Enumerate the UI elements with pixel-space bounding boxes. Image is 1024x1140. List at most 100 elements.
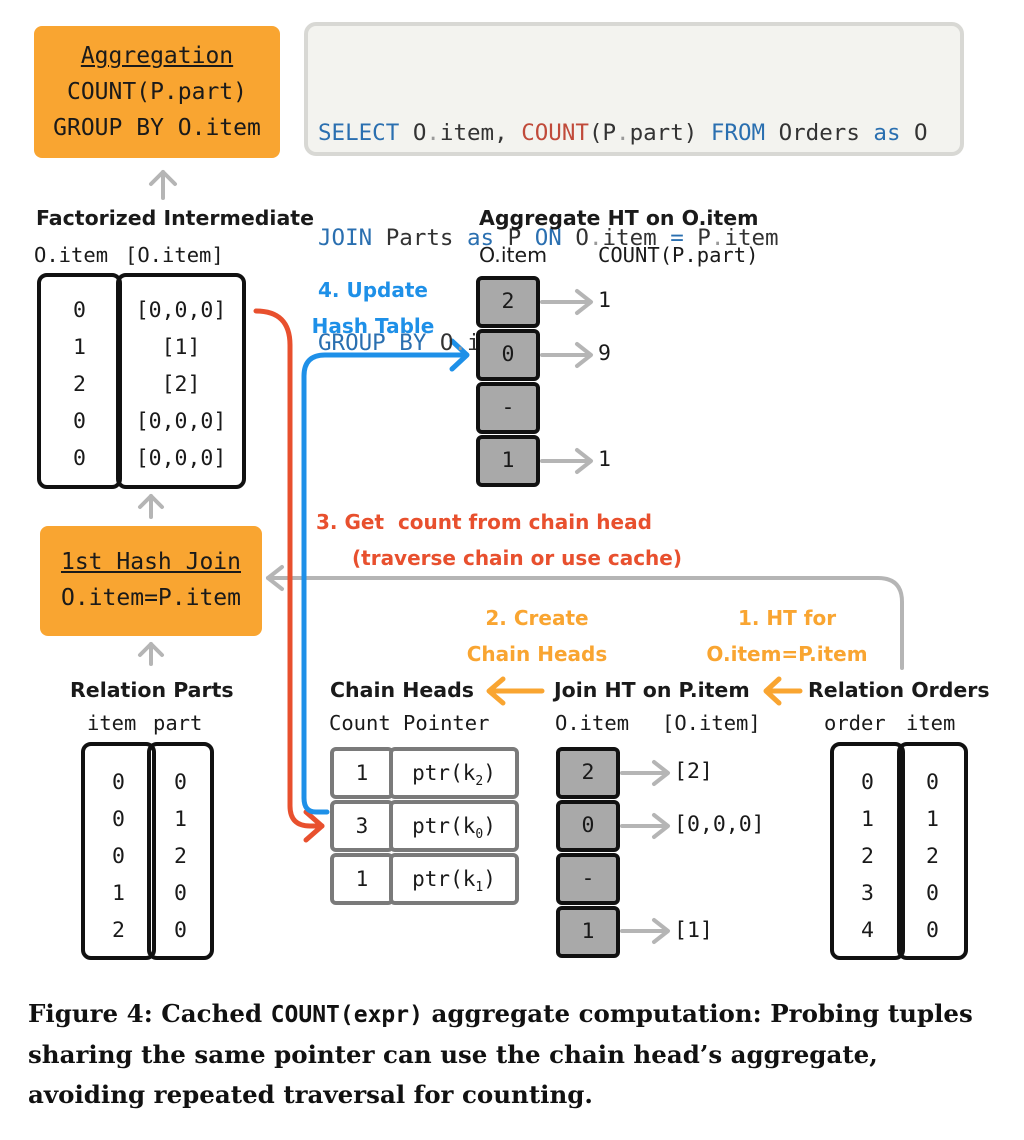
sql-token: . xyxy=(710,225,725,251)
orders-order-cell: 2 xyxy=(861,844,874,869)
sql-token: O xyxy=(561,225,589,251)
relation-parts-part-column: 0 1 2 0 0 xyxy=(147,742,214,960)
relation-orders-header-right: item xyxy=(906,711,956,735)
caption-prefix: Figure 4: Cached xyxy=(28,999,271,1028)
step2-line2: Chain Heads xyxy=(466,642,608,666)
step4-line1: 4. Update xyxy=(318,278,428,302)
join-ht-arrow-2 xyxy=(620,813,670,839)
parts-part-cell: 2 xyxy=(174,844,187,869)
chain-head-pointer-cell: ptr(k1) xyxy=(389,853,519,905)
parts-item-cell: 0 xyxy=(112,807,125,832)
join-ht-list-value: [2] xyxy=(674,759,713,784)
pointer-suffix: ) xyxy=(483,761,496,785)
factorized-right-cell: [0,0,0] xyxy=(135,298,227,323)
parts-part-cell: 0 xyxy=(174,881,187,906)
orange-arrow-orders-to-joinht xyxy=(763,676,803,706)
step4-line2: Hash Table xyxy=(311,314,435,338)
relation-orders-order-column: 0 1 2 3 4 xyxy=(830,742,905,960)
factorized-header-right: [O.item] xyxy=(125,243,224,267)
caption-rest: aggregate computation: Probing tuples sh… xyxy=(28,999,973,1109)
chain-heads-title: Chain Heads xyxy=(330,678,475,702)
parts-item-cell: 0 xyxy=(112,844,125,869)
factorized-left-cell: 0 xyxy=(73,446,86,471)
sql-token: part) xyxy=(629,120,711,146)
sql-token: as xyxy=(467,225,495,251)
factorized-right-cell: [0,0,0] xyxy=(135,409,227,434)
sql-token: . xyxy=(453,330,468,356)
sql-token: JOIN xyxy=(318,225,373,251)
join-ht-header-left: O.item xyxy=(555,711,630,735)
up-arrow-to-aggregation xyxy=(149,170,177,200)
join-ht-key-cell: - xyxy=(556,853,620,905)
sql-token: . xyxy=(588,225,603,251)
agg-ht-arrow-4 xyxy=(540,448,593,474)
agg-ht-key-cell: - xyxy=(476,382,540,434)
hash-join-title: 1st Hash Join xyxy=(60,549,241,575)
hash-join-condition: O.item=P.item xyxy=(60,585,241,611)
factorized-right-cell: [2] xyxy=(161,372,201,397)
orders-to-hash-join-arrow xyxy=(266,565,904,670)
sql-token: = xyxy=(670,225,684,251)
up-arrow-to-hash-join xyxy=(138,642,164,666)
up-arrow-to-factorized xyxy=(138,494,164,519)
chain-head-count-cell: 3 xyxy=(330,800,394,852)
join-ht-key-cell: 1 xyxy=(556,906,620,958)
aggregate-ht-title: Aggregate HT on O.item xyxy=(479,206,759,230)
agg-ht-count-value: 9 xyxy=(598,341,611,366)
orders-order-cell: 0 xyxy=(861,770,874,795)
chain-head-count-cell: 1 xyxy=(330,853,394,905)
join-ht-key-cell: 0 xyxy=(556,800,620,852)
pointer-subscript: 0 xyxy=(475,827,484,843)
step3-line2: (traverse chain or use cache) xyxy=(352,546,682,570)
join-ht-header-right: [O.item] xyxy=(662,711,761,735)
factorized-right-cell: [1] xyxy=(161,335,201,360)
orders-order-cell: 1 xyxy=(861,807,874,832)
parts-part-cell: 0 xyxy=(174,770,187,795)
parts-part-cell: 0 xyxy=(174,918,187,943)
orders-item-cell: 0 xyxy=(926,881,939,906)
agg-ht-key-cell: 1 xyxy=(476,435,540,487)
aggregate-ht-header-right: COUNT(P.part) xyxy=(598,243,759,267)
relation-parts-title: Relation Parts xyxy=(70,678,234,702)
factorized-left-cell: 1 xyxy=(73,335,86,360)
relation-orders-header-left: order xyxy=(824,711,886,735)
sql-token: O xyxy=(900,120,928,146)
join-ht-arrow-4 xyxy=(620,918,670,944)
orders-item-cell: 2 xyxy=(926,844,939,869)
sql-token: (P xyxy=(588,120,617,146)
sql-token: GROUP BY xyxy=(318,330,427,356)
step1-line2: O.item=P.item xyxy=(706,642,868,666)
sql-query-box: SELECT O.item, COUNT(P.part) FROM Orders… xyxy=(304,22,964,356)
orders-item-cell: 0 xyxy=(926,770,939,795)
parts-part-cell: 1 xyxy=(174,807,187,832)
pointer-subscript: 2 xyxy=(475,774,484,790)
join-ht-title: Join HT on P.item xyxy=(554,678,750,702)
figure-caption: Figure 4: Cached COUNT(expr) aggregate c… xyxy=(28,994,996,1115)
sql-token: ON xyxy=(534,225,562,251)
join-ht-arrow-1 xyxy=(620,760,670,786)
aggregation-group-by: GROUP BY O.item xyxy=(53,115,261,141)
agg-ht-key-cell: 2 xyxy=(476,276,540,328)
sql-token: O xyxy=(399,120,427,146)
red-arrow-chain-to-factorized xyxy=(253,308,325,843)
agg-ht-count-value: 1 xyxy=(598,447,611,472)
chain-head-count-cell: 1 xyxy=(330,747,394,799)
agg-ht-count-value: 1 xyxy=(598,288,611,313)
orders-order-cell: 3 xyxy=(861,881,874,906)
orders-item-cell: 1 xyxy=(926,807,939,832)
factorized-left-cell: 0 xyxy=(73,298,86,323)
aggregate-ht-header-left: O.item xyxy=(479,243,548,267)
sql-token: P xyxy=(683,225,711,251)
orders-order-cell: 4 xyxy=(861,918,874,943)
parts-item-cell: 0 xyxy=(112,770,125,795)
factorized-left-cell: 0 xyxy=(73,409,86,434)
step3-line1: 3. Get count from chain head xyxy=(316,510,652,534)
pointer-suffix: ) xyxy=(483,867,496,891)
relation-parts-header-left: item xyxy=(87,711,137,735)
aggregation-box: Aggregation COUNT(P.part) GROUP BY O.ite… xyxy=(34,26,280,158)
sql-line-1: SELECT O.item, COUNT(P.part) FROM Orders… xyxy=(318,116,960,151)
pointer-suffix: ) xyxy=(483,814,496,838)
factorized-left-cell: 2 xyxy=(73,372,86,397)
sql-token: as xyxy=(873,120,901,146)
